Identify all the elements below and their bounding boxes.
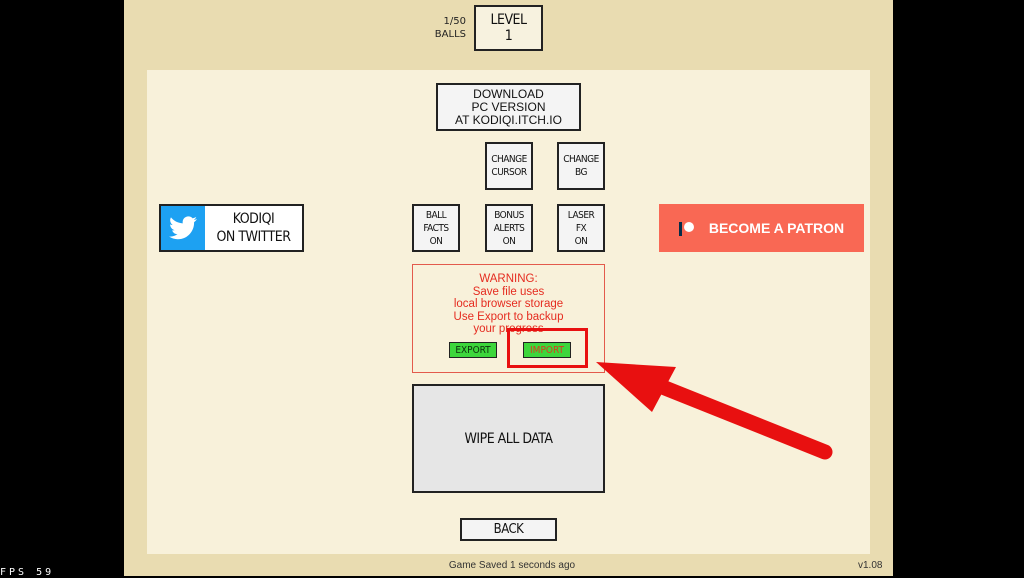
laser-fx-toggle[interactable]: LASER FX ON: [557, 204, 605, 252]
ball-facts-toggle[interactable]: BALL FACTS ON: [412, 204, 460, 252]
change-cursor-label: CHANGE CURSOR: [491, 154, 527, 178]
change-bg-button[interactable]: CHANGE BG: [557, 142, 605, 190]
save-warning-box: WARNING: Save file uses local browser st…: [412, 264, 605, 373]
download-pc-version-button[interactable]: DOWNLOAD PC VERSION AT KODIQI.ITCH.IO: [436, 83, 581, 131]
twitter-label: KODIQI ON TWITTER: [216, 211, 291, 245]
level-indicator: LEVEL 1: [474, 5, 543, 51]
bonus-alerts-label: BONUS ALERTS ON: [493, 209, 525, 247]
fps-counter: FPS 59: [0, 567, 55, 578]
warning-text: WARNING: Save file uses local browser st…: [453, 273, 564, 335]
twitter-button[interactable]: KODIQI ON TWITTER: [159, 204, 304, 252]
save-status: Game Saved 1 seconds ago: [448, 560, 576, 571]
patron-label: BECOME A PATRON: [708, 220, 845, 236]
balls-counter: 1/50 BALLS: [434, 16, 466, 40]
bonus-alerts-toggle[interactable]: BONUS ALERTS ON: [485, 204, 533, 252]
version-label: v1.08: [858, 560, 883, 571]
wipe-all-data-button[interactable]: WIPE ALL DATA: [412, 384, 605, 493]
import-highlight-box: [507, 328, 588, 368]
become-patron-button[interactable]: BECOME A PATRON: [659, 204, 864, 252]
laser-fx-label: LASER FX ON: [567, 209, 595, 247]
export-button[interactable]: EXPORT: [449, 342, 497, 358]
change-bg-label: CHANGE BG: [563, 154, 599, 178]
patreon-logo-icon: [678, 220, 695, 236]
import-button[interactable]: IMPORT: [523, 342, 571, 358]
twitter-bird-icon: [161, 206, 205, 250]
back-button[interactable]: BACK: [460, 518, 557, 541]
ball-facts-label: BALL FACTS ON: [423, 209, 449, 247]
change-cursor-button[interactable]: CHANGE CURSOR: [485, 142, 533, 190]
